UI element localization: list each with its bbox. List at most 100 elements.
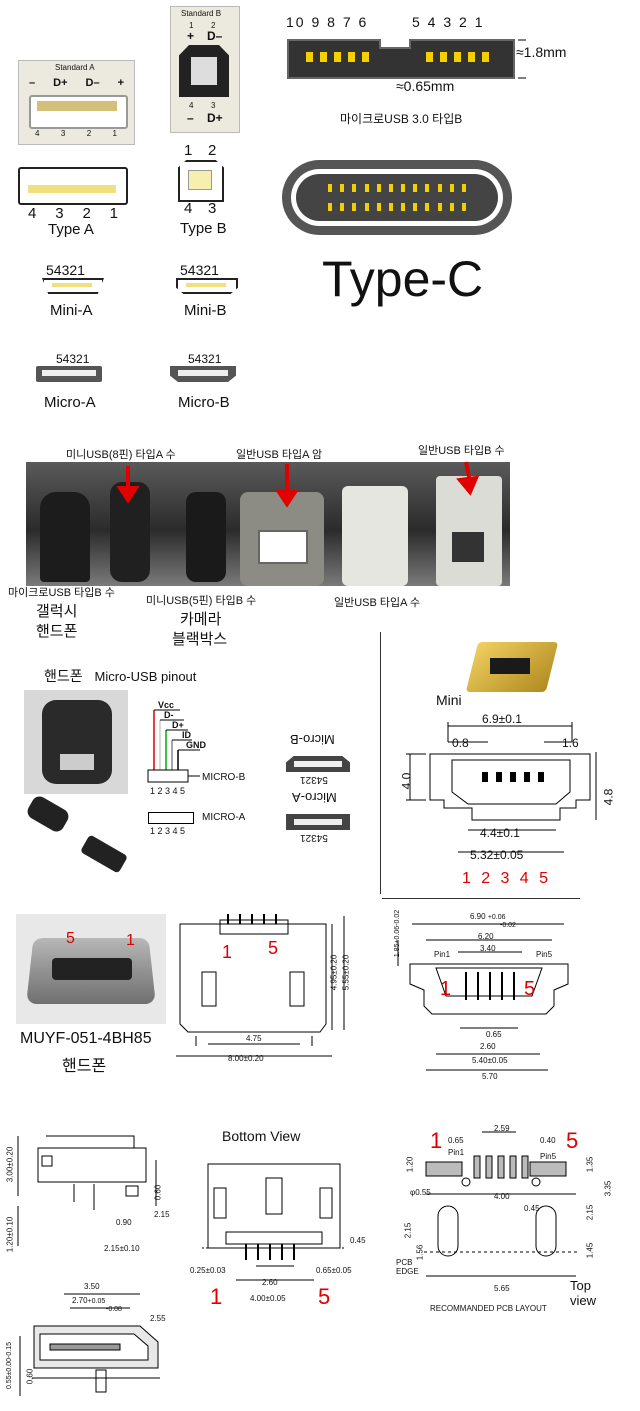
pcb-dim-120: 1.20 [405,1156,415,1173]
pcb-pin5-label: Pin5 [540,1152,557,1161]
std-a-pin-label: D– [85,77,100,89]
pcb-dim-215b: 2.15 [585,1204,595,1221]
pcb-pin1: 1 [430,1128,443,1153]
label-galaxy: 갤럭시 [36,603,78,620]
side-dim-215b: 2.15±0.10 [104,1244,140,1253]
front-dim-800: 8.00±0.20 [228,1054,264,1063]
std-b-num: 1 [189,21,194,30]
phone-plug-photo [24,690,128,794]
micro-a-mirror-pins: 54321 [300,832,328,843]
pcb-edge-line2: EDGE [396,1267,419,1276]
micro-usb3-pins-right: 5 4 3 2 1 [412,14,485,30]
label-std-b-male: 일반USB 타입B 수 [418,445,505,457]
pcb-dim-145: 1.45 [585,1242,595,1259]
type-c-caption: Type-C [322,251,484,307]
std-a-pin-num: 2 [86,129,92,138]
standard-a-diagram: Standard A – D+ D– + 4 3 2 1 [18,60,135,145]
vertical-divider [380,632,381,894]
section-dim-270-plus: +0.05 [87,1298,106,1305]
micro-usb3-shape [287,39,526,79]
bottom-dim-400: 4.00±0.05 [250,1294,286,1303]
pcb-dim-135: 1.35 [585,1156,595,1173]
type-b-pin: 1 [184,142,193,159]
cable-photo [26,462,510,586]
bottom-pin5: 5 [318,1284,331,1309]
mini-pin-2: 2 [481,870,491,887]
pcb-dim-045: 0.45 [524,1204,540,1213]
micro-usb3-pins-left: 10 9 8 7 6 [286,14,369,30]
micro-a-mirror-shape [286,814,350,830]
front-dim-475: 4.75 [246,1034,262,1043]
front-dim-495: 4.95±0.20 [329,954,339,991]
mini-caption: Mini [436,692,462,708]
pcb-dim-400: 4.00 [494,1192,510,1201]
photo-pin1: 1 [126,932,135,949]
top-dim-540: 5.40±0.05 [472,1056,508,1065]
type-a-diagram: 4 3 2 1 Type A [18,163,130,243]
label-std-a-male: 일반USB 타입A 수 [334,597,421,609]
standard-b-diagram: Standard B 1 2 + D– 4 3 – D+ [170,6,240,133]
signal-dminus: D- [164,710,174,720]
mini-a-diagram: 54321 Mini-A [40,262,110,322]
side-dim-120: 1.20±0.10 [5,1216,15,1253]
label-camera: 카메라 [180,611,222,628]
type-b-pin: 4 [184,200,193,217]
pin-numbers-b: 1 2 3 4 5 [150,786,186,796]
side-drawing [17,1135,157,1246]
micro-top-drawing [397,923,569,1071]
pcb-dim-565: 5.65 [494,1284,510,1293]
pin-numbers-a: 1 2 3 4 5 [150,826,186,836]
section-dim-255: 2.55 [150,1314,166,1323]
mini-drawing [406,722,597,853]
type-a-pin: 2 [82,205,91,222]
top-pin5-label: Pin5 [536,950,553,959]
pcb-dim-055: φ0.55 [410,1188,431,1197]
mini-b-diagram: 54321 Mini-B [174,262,244,322]
mini-a-pins: 54321 [46,262,85,278]
pcb-dim-065: 0.65 [448,1136,464,1145]
red-arrows [116,461,480,508]
part-number: MUYF-051-4BH85 [20,1030,152,1047]
mini-dim-inner: 4.4±0.1 [480,826,520,840]
type-b-pin: 2 [208,142,217,159]
side-dim-215a: 2.15 [154,1210,170,1219]
section-dim-270: 2.70+0.05 [72,1296,105,1305]
mini-a-caption: Mini-A [50,302,93,319]
top-dim-065: 0.65 [486,1030,502,1039]
pcb-dim-335: 3.35 [603,1180,613,1197]
pcb-pin1-label: Pin1 [448,1148,465,1157]
top-dim-690: 6.90 +0.06 [470,912,506,921]
pcb-caption: RECOMMANDED PCB LAYOUT [430,1304,547,1313]
std-a-pin-num: 1 [112,129,117,138]
top-dim-690-tol: -0.02 [500,922,516,929]
label-blackbox: 블랙박스 [172,631,228,648]
type-a-pin: 3 [55,205,64,222]
micro-b-caption: Micro-B [178,394,230,411]
pcb-dim-040: 0.40 [540,1136,556,1145]
mini-dim-height-left: 4.0 [399,772,414,790]
type-c-diagram [282,160,512,235]
pcb-view-word: view [570,1293,597,1308]
mini-pin-3: 3 [500,870,510,887]
bottom-dim-260: 2.60 [262,1278,278,1287]
bottom-view-drawing [202,1163,346,1281]
standard-b-title: Standard B [181,9,222,18]
std-a-pin-num: 3 [60,129,66,138]
type-a-caption: Type A [48,221,94,238]
mini-pin-4: 4 [519,870,529,887]
top-dim-690-tol-plus: +0.06 [487,914,506,921]
type-b-caption: Type B [180,220,227,237]
micro-b-diagram: 54321 Micro-B [170,352,250,412]
type-a-pin: 4 [28,205,37,222]
part-subtitle: 핸드폰 [62,1058,107,1075]
pcb-pin5: 5 [566,1128,579,1153]
standard-a-title: Standard A [55,63,95,72]
bottom-pin1: 1 [210,1284,223,1309]
horizontal-divider [382,898,580,899]
top-dim-570: 5.70 [482,1072,498,1081]
section-dim-350: 3.50 [84,1282,100,1291]
micro-usb3-pitch: ≈0.65mm [396,78,455,94]
std-b-sign: + [187,29,195,43]
pinout-wires [147,709,200,783]
